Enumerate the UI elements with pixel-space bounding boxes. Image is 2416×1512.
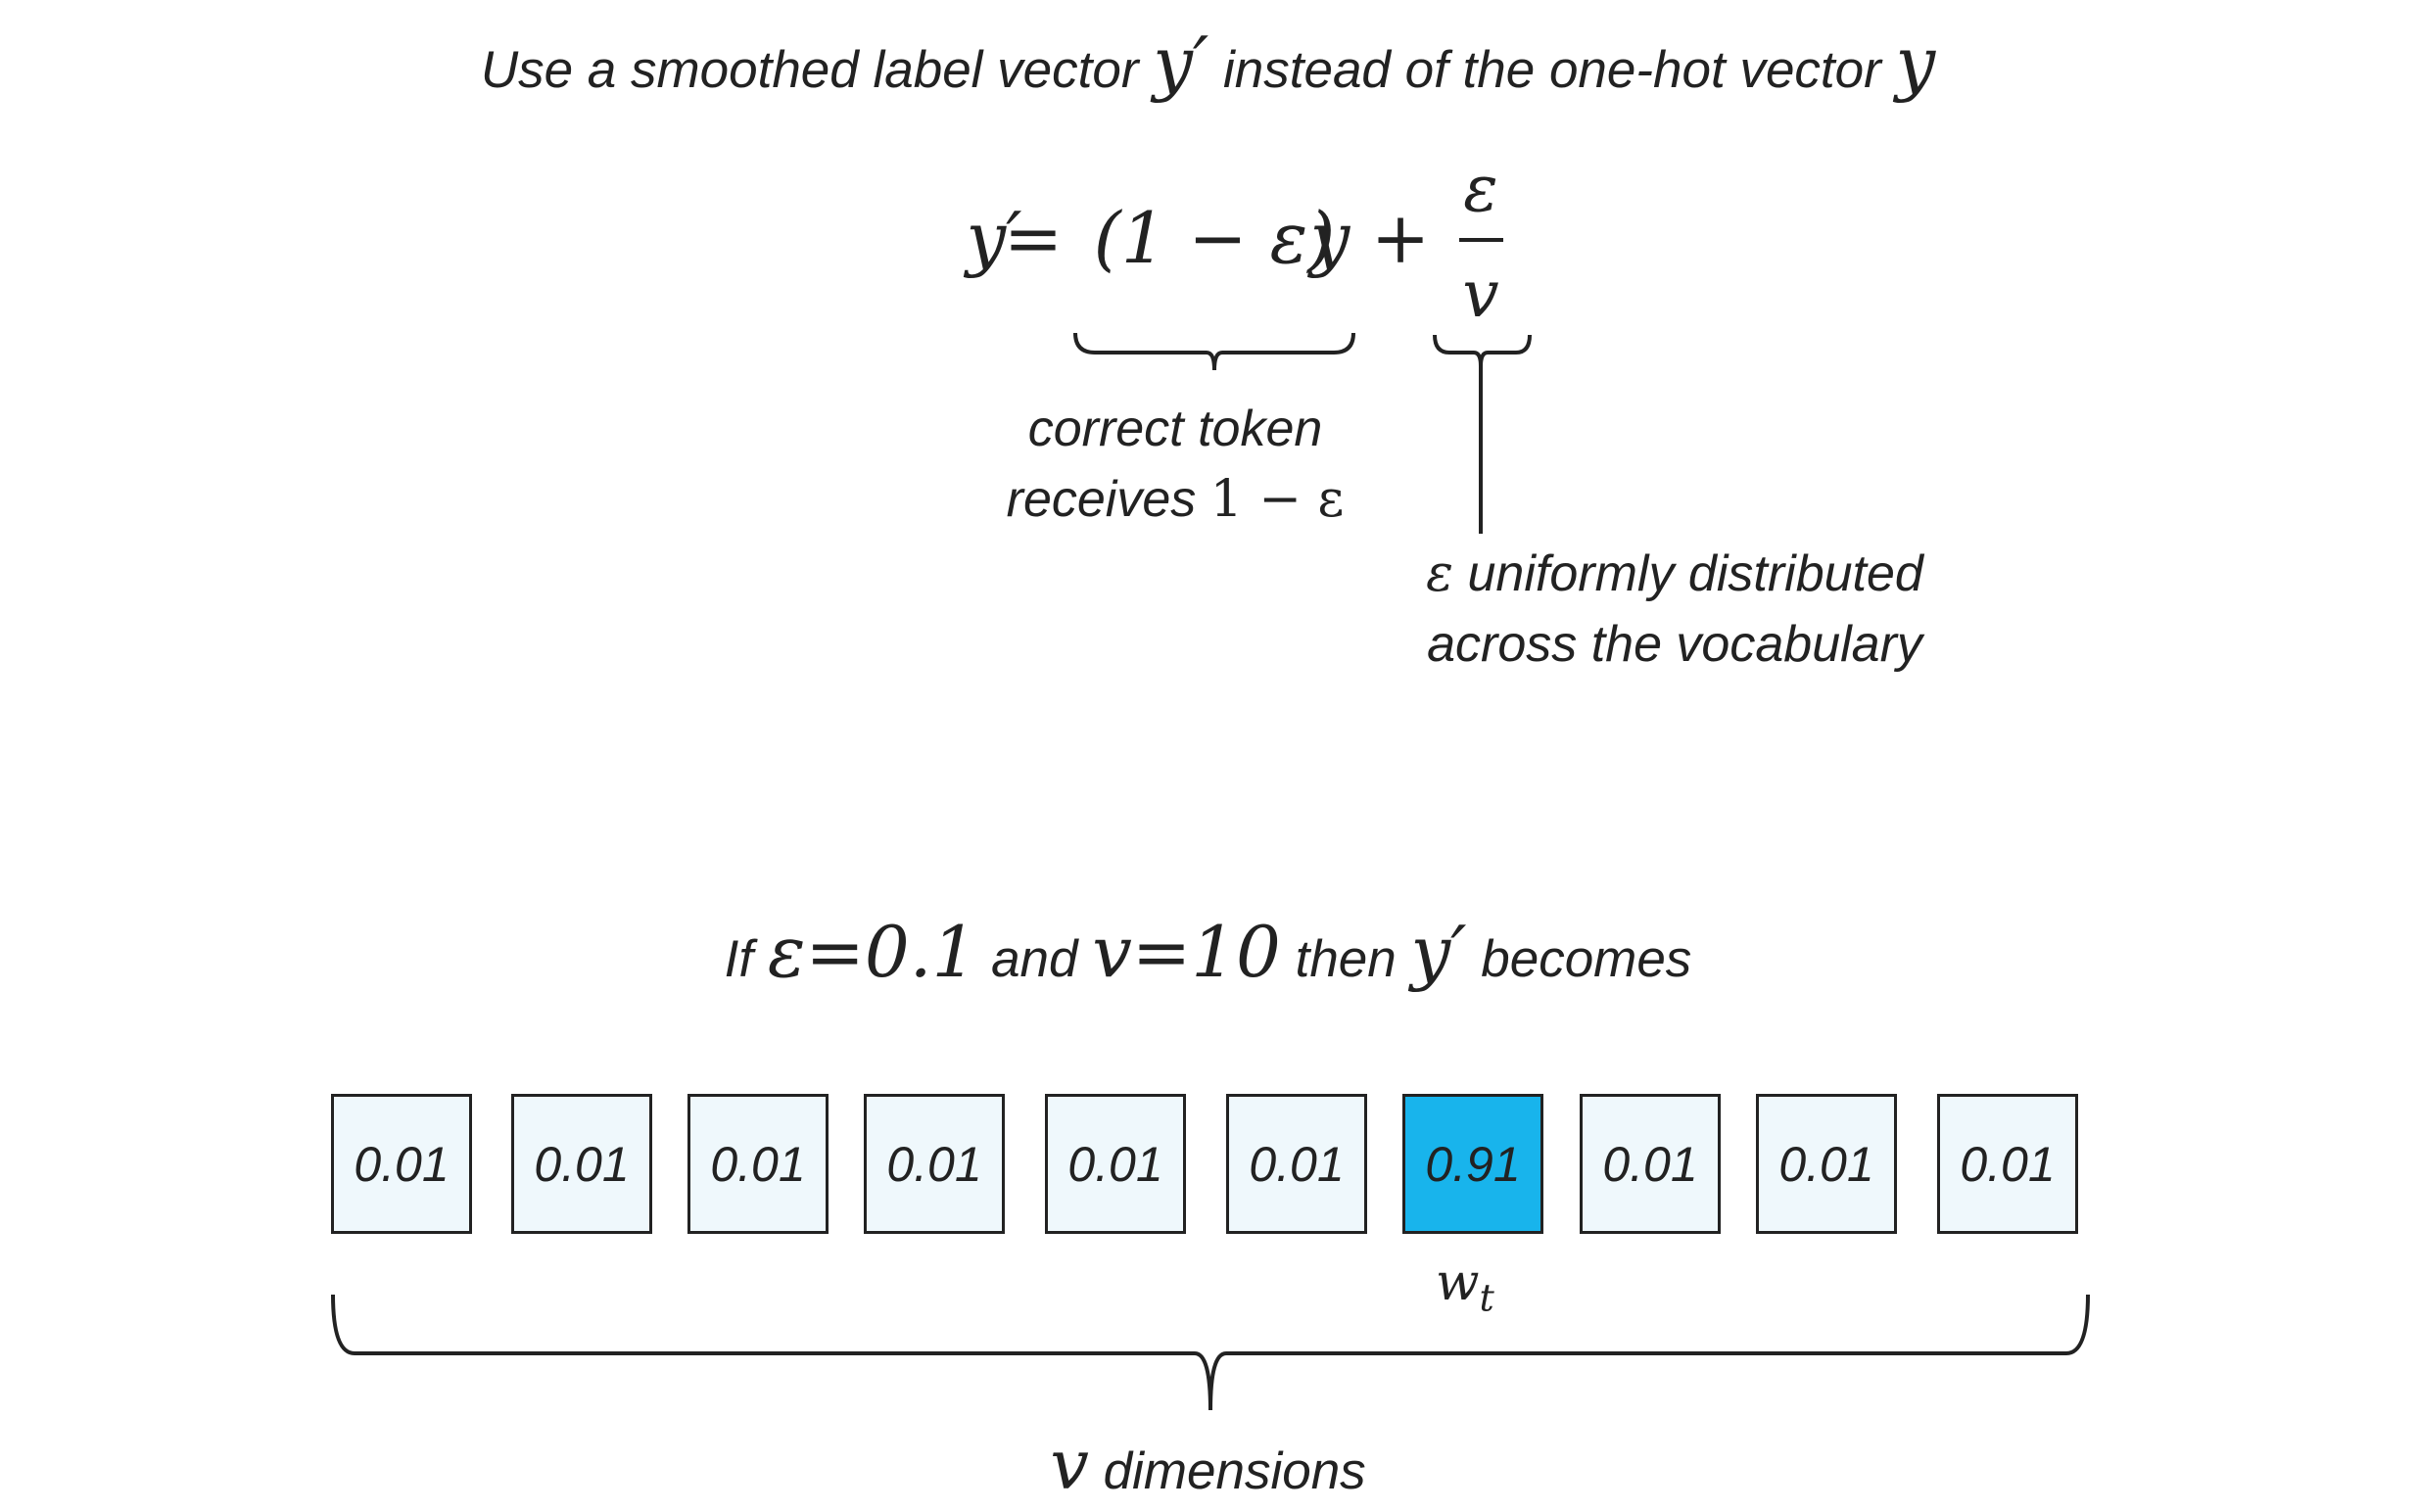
example-and: and bbox=[991, 930, 1078, 988]
equation-y: y bbox=[1307, 197, 1351, 279]
target-token-subscript: t bbox=[1479, 1276, 1494, 1320]
equation-plus: + bbox=[1371, 197, 1430, 279]
label-smoothing-equation: y′ = (1 − ε) y + ε v bbox=[963, 151, 1503, 332]
title: Use a smoothed label vector y′ instead o… bbox=[0, 22, 2416, 104]
example-then: then bbox=[1295, 930, 1397, 988]
fraction-numerator: ε bbox=[1463, 151, 1497, 226]
uniform-brace bbox=[1433, 334, 1532, 367]
uniform-line2: across the vocabulary bbox=[1427, 616, 1922, 673]
title-part1: Use a smoothed label vector bbox=[480, 41, 1139, 99]
vector-cell: 0.01 bbox=[1226, 1094, 1367, 1234]
dimensions-text: dimensions bbox=[1103, 1442, 1366, 1500]
dimensions-symbol: v bbox=[1050, 1425, 1089, 1505]
correct-token-brace bbox=[1073, 332, 1355, 371]
equation-lhs: y′ bbox=[963, 197, 1021, 279]
correct-token-line2: receives bbox=[1006, 471, 1197, 528]
vector-cell: 0.01 bbox=[331, 1094, 472, 1234]
uniform-epsilon: ε bbox=[1426, 544, 1454, 603]
vector-cell: 0.01 bbox=[864, 1094, 1005, 1234]
title-yprime-symbol: y′ bbox=[1153, 22, 1209, 104]
vector-cell: 0.01 bbox=[1580, 1094, 1721, 1234]
dimensions-brace bbox=[331, 1294, 2090, 1411]
example-becomes: becomes bbox=[1481, 930, 1692, 988]
correct-token-line1: correct token bbox=[1027, 401, 1323, 457]
uniform-distribution-note: ε uniformly distributed across the vocab… bbox=[1391, 539, 1959, 680]
example-if: If bbox=[724, 930, 754, 988]
target-token-w: w bbox=[1436, 1253, 1480, 1312]
vector-cell-target: 0.91 bbox=[1402, 1094, 1543, 1234]
equation-equals: = bbox=[1004, 197, 1063, 279]
vector-cell: 0.01 bbox=[511, 1094, 652, 1234]
example-yprime: y′ bbox=[1410, 911, 1467, 993]
example-v-assign: v=10 bbox=[1092, 911, 1281, 993]
vector-cell: 0.01 bbox=[687, 1094, 829, 1234]
vector-cell: 0.01 bbox=[1045, 1094, 1186, 1234]
title-part2: instead of the one-hot vector bbox=[1223, 41, 1881, 99]
correct-token-math: 1 − ε bbox=[1209, 470, 1345, 529]
equation-paren-term: (1 − ε) bbox=[1094, 197, 1336, 279]
vector-cell: 0.01 bbox=[1756, 1094, 1897, 1234]
uniform-line1: uniformly distributed bbox=[1467, 545, 1923, 602]
example-eps-assign: ε=0.1 bbox=[767, 911, 977, 993]
target-token-label: wt bbox=[1436, 1253, 1494, 1319]
dimensions-label: v dimensions bbox=[0, 1425, 2416, 1505]
correct-token-note: correct token receives 1 − ε bbox=[989, 394, 1361, 535]
title-y-symbol: y bbox=[1895, 22, 1936, 104]
fraction-denominator: v bbox=[1462, 257, 1498, 332]
vector-cell: 0.01 bbox=[1937, 1094, 2078, 1234]
example-sentence: If ε=0.1 and v=10 then y′ becomes bbox=[0, 911, 2416, 993]
